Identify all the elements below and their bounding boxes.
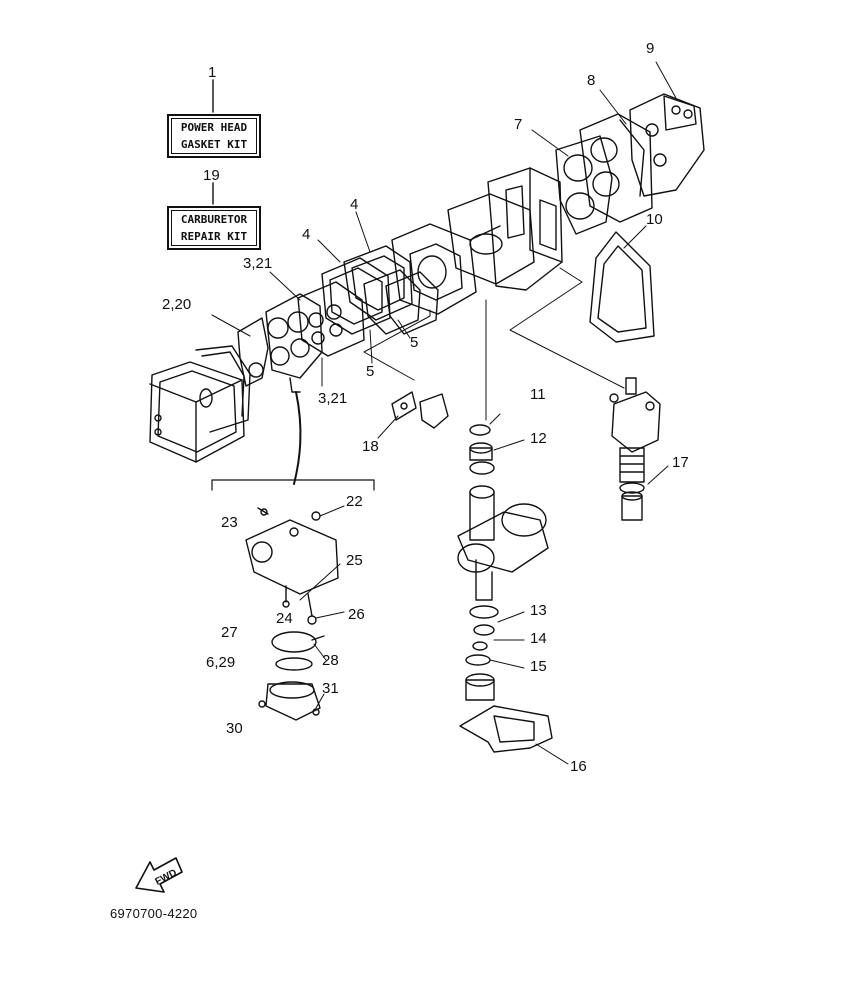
- base-gasket-16: [459, 705, 569, 765]
- callout-9: 9: [646, 40, 655, 57]
- gasket-10: [589, 225, 655, 343]
- gasket-2-20: [211, 314, 269, 387]
- reed-plate-4: [317, 211, 413, 335]
- catalog-code: 6970700-4220: [110, 906, 198, 921]
- callout-15: 15: [530, 658, 547, 675]
- callout-12: 12: [530, 430, 547, 447]
- head-gasket-7: [531, 129, 613, 235]
- callout-24: 24: [276, 610, 293, 627]
- callout-4-right: 4: [350, 196, 359, 213]
- callout-13: 13: [530, 602, 547, 619]
- carb-kit-line2: REPAIR KIT: [180, 230, 248, 243]
- callout-16: 16: [570, 758, 587, 775]
- callout-5-right: 5: [410, 334, 419, 351]
- gasket-3-21: [269, 271, 365, 387]
- callout-5-left: 5: [366, 363, 375, 380]
- head-cover-9: [629, 61, 705, 197]
- kit-number-carb: 19: [203, 167, 220, 184]
- fwd-label: FWD: [154, 867, 179, 887]
- gasket-kit-box: POWER HEAD GASKET KIT: [167, 114, 261, 158]
- callout-2-20: 2,20: [162, 296, 192, 313]
- callout-18: 18: [362, 438, 379, 455]
- carburetor-subassembly: [245, 505, 345, 721]
- plate-18: [377, 391, 449, 439]
- fwd-arrow-icon: [135, 857, 183, 893]
- callout-10: 10: [646, 211, 663, 228]
- thermostat-assembly: [609, 377, 669, 521]
- kit-number-gasket: 1: [208, 64, 217, 81]
- callout-26: 26: [348, 606, 365, 623]
- callout-27: 27: [221, 624, 238, 641]
- callout-22: 22: [346, 493, 363, 510]
- callout-8: 8: [587, 72, 596, 89]
- carburetor: [265, 293, 323, 485]
- callout-3-21-bottom: 3,21: [318, 390, 348, 407]
- callout-28: 28: [322, 652, 339, 669]
- callout-4-left: 4: [302, 226, 311, 243]
- gasket-kit-line1: POWER HEAD: [180, 121, 248, 134]
- carb-kit-box: CARBURETOR REPAIR KIT: [167, 206, 261, 250]
- crankcase: [391, 193, 535, 315]
- crankshaft-stack: [457, 413, 549, 701]
- callout-25: 25: [346, 552, 363, 569]
- gasket-kit-line2: GASKET KIT: [180, 138, 248, 151]
- callout-23: 23: [221, 514, 238, 531]
- carb-kit-line1: CARBURETOR: [180, 213, 248, 226]
- callout-3-21-top: 3,21: [243, 255, 273, 272]
- cylinder-block: [487, 167, 563, 291]
- callout-14: 14: [530, 630, 547, 647]
- callout-30: 30: [226, 720, 243, 737]
- callout-31: 31: [322, 680, 339, 697]
- callout-6-29: 6,29: [206, 654, 236, 671]
- silencer-cover: [149, 345, 251, 463]
- callout-7: 7: [514, 116, 523, 133]
- callout-11: 11: [530, 386, 546, 403]
- callout-17: 17: [672, 454, 689, 471]
- gasket-5: [363, 269, 439, 364]
- cylinder-head-8: [579, 89, 653, 223]
